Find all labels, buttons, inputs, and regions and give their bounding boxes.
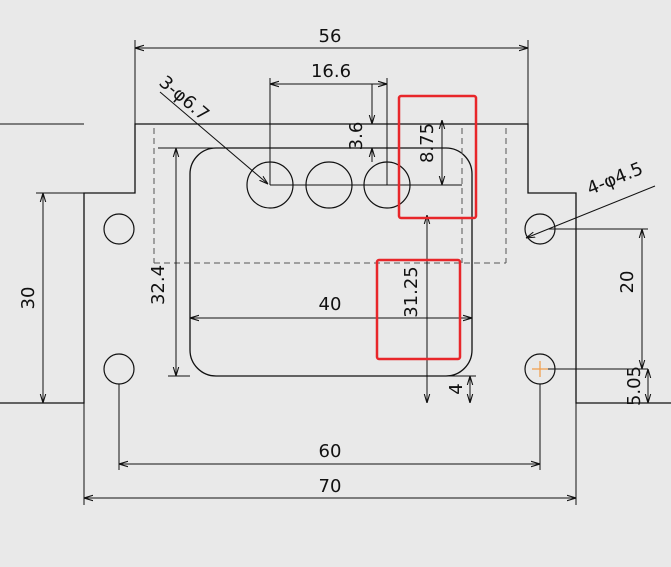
hidden-lines <box>153 128 507 264</box>
selected-hole-marker <box>532 361 548 377</box>
dim-31-25: 31.25 <box>401 266 422 318</box>
dim-3-6: 3.6 <box>346 122 367 151</box>
dim-8-75: 8.75 <box>417 123 438 163</box>
highlight-box-31-25 <box>375 258 462 361</box>
dimension-lines <box>36 40 656 505</box>
dim-20: 20 <box>617 271 638 294</box>
dim-3-phi-6-7: 3-φ6.7 <box>155 72 213 126</box>
dim-30: 30 <box>18 287 39 310</box>
top-holes <box>246 161 411 209</box>
dimension-labels: 56 16.6 3-φ6.7 3.6 8.75 4-φ4.5 30 32.4 4… <box>18 26 646 497</box>
dim-16-6: 16.6 <box>311 61 351 82</box>
dim-4: 4 <box>446 383 467 394</box>
highlight-box-8-75 <box>397 94 478 220</box>
dim-40: 40 <box>319 294 342 315</box>
corner-hole-top-left <box>103 213 135 245</box>
dim-5-05: 5.05 <box>624 366 645 406</box>
dim-60: 60 <box>319 441 342 462</box>
dim-32-4: 32.4 <box>148 265 169 305</box>
highlight-boxes <box>375 94 478 361</box>
dim-70: 70 <box>319 476 342 497</box>
slot-pocket <box>189 147 473 377</box>
corner-hole-bottom-left <box>103 353 135 385</box>
dim-56: 56 <box>319 26 342 47</box>
